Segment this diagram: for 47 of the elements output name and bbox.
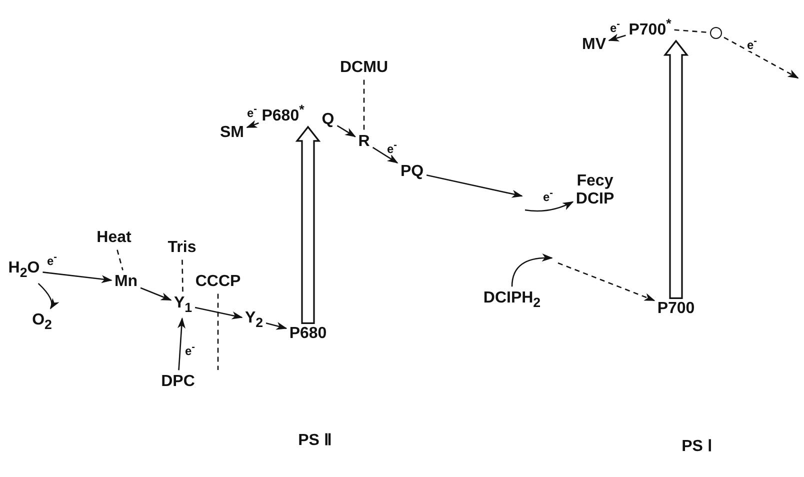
arrow <box>194 306 243 320</box>
excitation-arrow <box>663 40 689 299</box>
carrier-label: P700$^{*}$ <box>628 16 672 40</box>
arrow <box>336 125 356 138</box>
photosystem-label: PS Ⅱ <box>298 431 332 450</box>
carrier-label: Tris <box>166 238 198 258</box>
excitation-arrow <box>295 126 321 324</box>
carrier-label: Heat <box>96 228 132 248</box>
arrow <box>246 120 259 128</box>
carrier-label: CCCP <box>194 272 242 292</box>
carrier-label: Y$_{2}$ <box>244 308 264 332</box>
connector-line <box>116 250 124 270</box>
connector-line <box>182 260 184 292</box>
arrow <box>140 287 172 301</box>
photosystem-label: PS Ⅰ <box>682 437 712 456</box>
carrier-label: Mn <box>113 272 139 292</box>
circle-node <box>710 27 722 39</box>
carrier-label: R <box>357 132 371 152</box>
carrier-label: SM <box>219 123 245 143</box>
arrow <box>524 201 574 212</box>
carrier-label: DCMU <box>339 58 389 78</box>
carrier-label: P680 <box>288 324 328 344</box>
carrier-label: DPC <box>160 372 196 392</box>
arrow <box>42 272 112 284</box>
arrow <box>724 36 799 79</box>
carrier-label: DCIP <box>576 190 614 208</box>
carrier-label: Y$_{1}$ <box>172 294 194 316</box>
carrier-label: MV <box>581 35 607 55</box>
carrier-label: P680$^{*}$ <box>260 102 306 126</box>
arrow <box>511 254 553 287</box>
connector-line <box>363 80 365 130</box>
carrier-label: Q <box>320 110 336 130</box>
carrier-label: H$_{2}$O <box>7 258 41 282</box>
carrier-label: Fecy <box>576 172 614 190</box>
arrow <box>38 282 59 310</box>
arrow <box>608 34 626 42</box>
inhibition-line <box>217 294 219 370</box>
connector-line <box>674 29 708 34</box>
arrow <box>178 317 186 370</box>
carrier-label: DCIPH$_{2}$ <box>482 288 542 312</box>
carrier-label: O$_{2}$ <box>31 310 53 334</box>
arrow <box>266 322 288 330</box>
carrier-label: PQ <box>399 162 425 182</box>
arrow <box>558 262 656 302</box>
arrow <box>426 174 523 198</box>
carrier-label: P700 <box>656 299 696 319</box>
arrow <box>372 146 398 164</box>
